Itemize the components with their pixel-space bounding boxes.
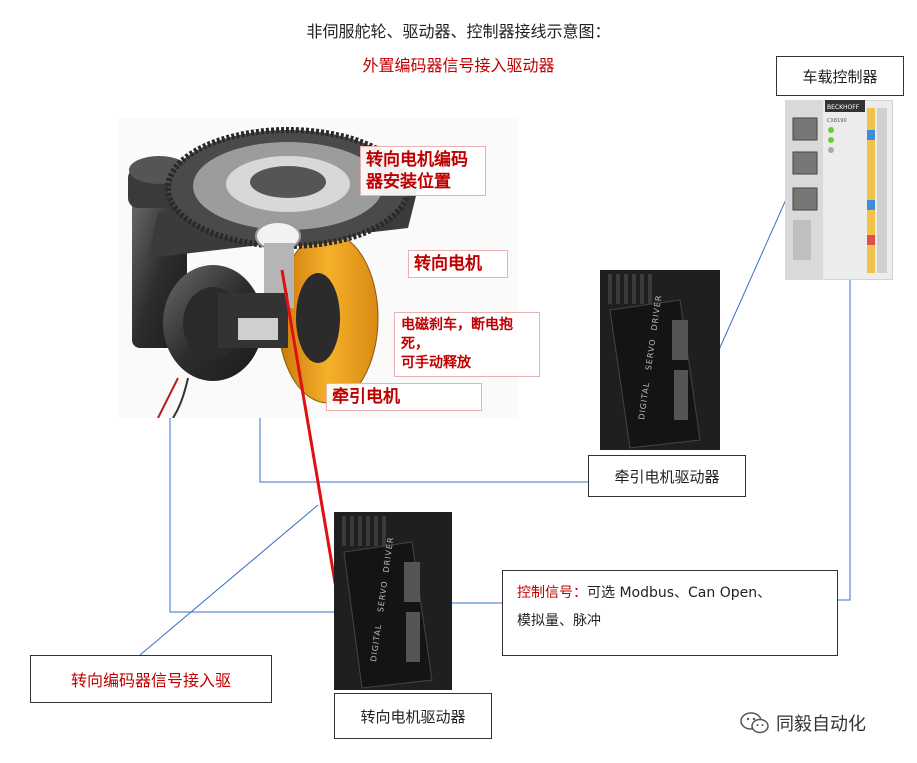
plc-controller-illustration: BECKHOFF CX8190 <box>785 100 893 280</box>
control-signal-line2: 模拟量、脉冲 <box>517 613 601 629</box>
callout-traction-motor: 牵引电机 <box>326 383 482 411</box>
diagram-subtitle: 外置编码器信号接入驱动器 <box>362 56 555 75</box>
control-signal-box: 控制信号：可选 Modbus、Can Open、 模拟量、脉冲 <box>502 570 838 656</box>
control-signal-line1: 控制信号：可选 Modbus、Can Open、 <box>517 579 823 607</box>
vehicle-controller-label: 车载控制器 <box>776 56 904 96</box>
controller-signal-wire <box>838 280 851 601</box>
plc-model: CX8190 <box>827 118 847 124</box>
encoder-feedback-wire <box>169 410 335 613</box>
watermark-text: 同毅自动化 <box>776 714 866 735</box>
callout-steer-encoder-line1: 转向电机编码 <box>366 150 468 170</box>
diagram-title: 非伺服舵轮、驱动器、控制器接线示意图： <box>306 22 611 41</box>
callout-steer-encoder-line2: 器安装位置 <box>366 172 451 192</box>
callout-brake-line1: 电磁刹车，断电抱死， <box>401 317 513 352</box>
steering-wheel-illustration <box>118 118 518 418</box>
traction-driver-text-servo: SERVO <box>644 338 657 371</box>
callout-brake: 电磁刹车，断电抱死， 可手动释放 <box>394 312 540 377</box>
steering-driver-text-servo: SERVO <box>376 580 389 613</box>
control-signal-label: 控制信号： <box>517 585 587 601</box>
callout-steer-encoder: 转向电机编码 器安装位置 <box>360 146 486 196</box>
steering-driver-label: 转向电机驱动器 <box>334 693 492 739</box>
callout-steer-motor: 转向电机 <box>408 250 508 278</box>
traction-driver-label: 牵引电机驱动器 <box>588 455 746 497</box>
encoder-signal-label: 转向编码器信号接入驱 <box>30 655 272 703</box>
callout-brake-line2: 可手动释放 <box>401 355 471 371</box>
encoder-signal-wire <box>139 504 319 656</box>
steering-driver-illustration: DIGITAL SERVO DRIVER <box>334 512 452 690</box>
plc-brand: BECKHOFF <box>827 104 860 111</box>
controller-link-wire <box>717 194 789 353</box>
control-signal-options: 可选 Modbus、Can Open、 <box>587 585 772 601</box>
watermark: 同毅自动化 <box>740 710 866 736</box>
wechat-icon <box>740 712 769 734</box>
traction-wire <box>259 405 590 483</box>
traction-driver-illustration: DIGITAL SERVO DRIVER <box>600 270 720 450</box>
